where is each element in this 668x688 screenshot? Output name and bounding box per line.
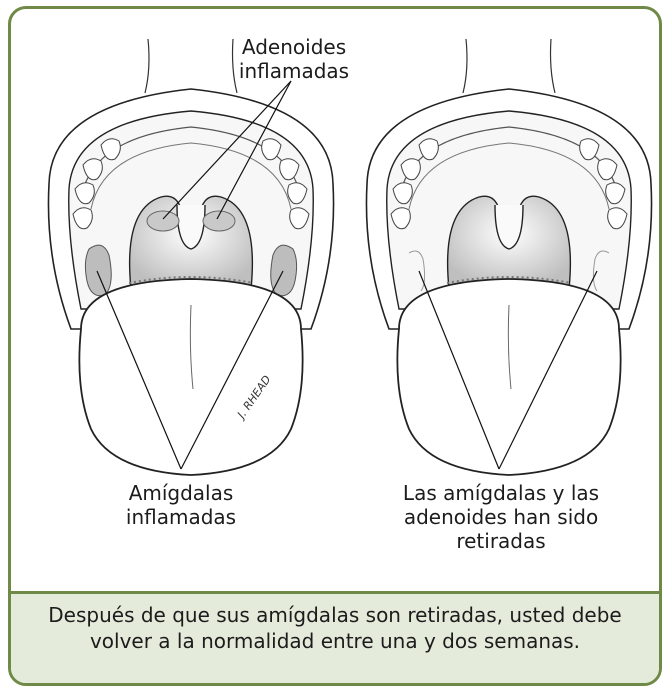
caption-text: Después de que sus amígdalas son retirad… [21,602,649,654]
label-removed: Las amígdalas y las adenoides han sido r… [363,481,639,553]
mouth-before: J. RHEAD [48,39,333,475]
label-swollen-adenoids: Adenoides inflamadas [179,35,409,83]
mouth-illustration: J. RHEAD [11,9,659,683]
label-swollen-tonsils: Amígdalas inflamadas [81,481,281,529]
mouth-after [366,39,651,475]
diagram-frame: J. RHEAD [8,6,662,686]
